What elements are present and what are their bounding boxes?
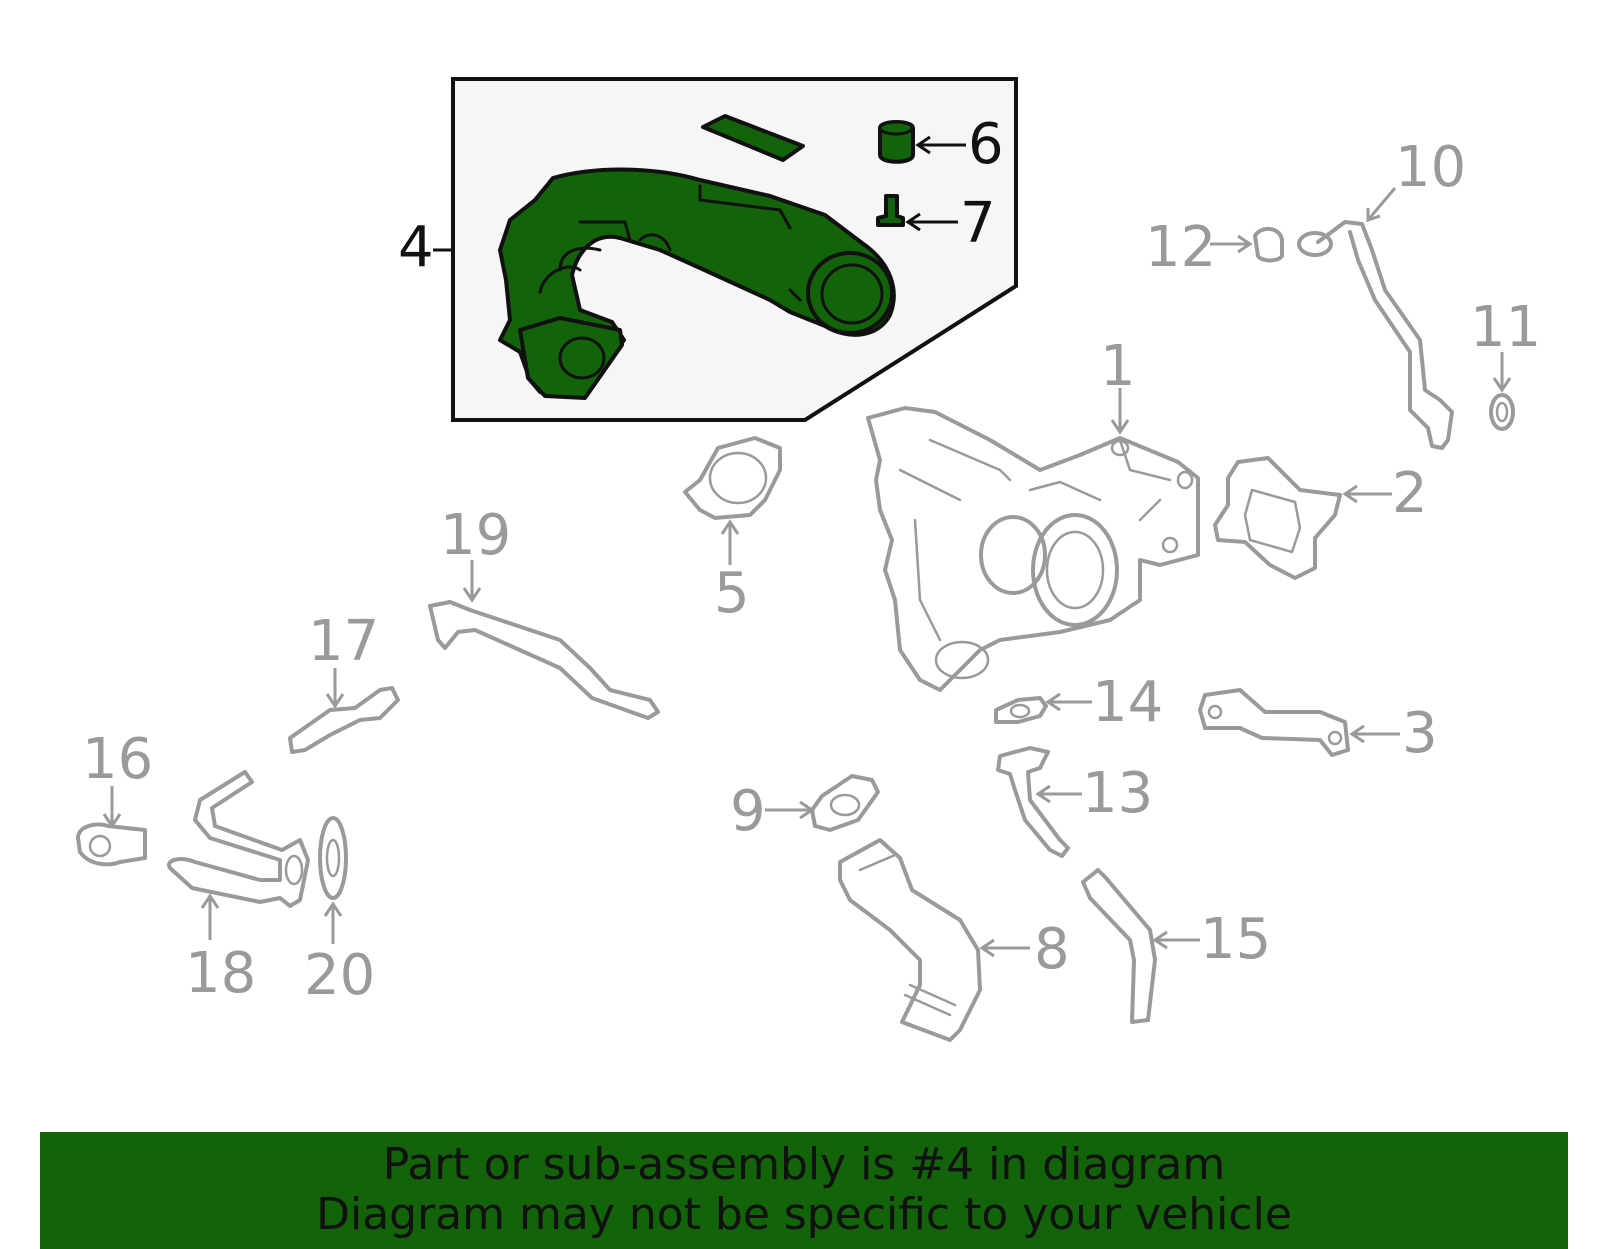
callout-16[interactable]: 16	[82, 727, 153, 792]
callout-1[interactable]: 1	[1100, 334, 1136, 399]
leader-17-arrow	[325, 668, 345, 709]
part-3-bracket-hole-2	[1327, 730, 1343, 746]
part-16-banjo[interactable]	[76, 822, 147, 867]
callout-14[interactable]: 14	[1092, 670, 1163, 735]
callout-4[interactable]: 4	[398, 215, 434, 280]
part-9-flange-hole	[829, 793, 861, 817]
callout-19[interactable]: 19	[440, 503, 511, 568]
callout-9[interactable]: 9	[730, 779, 766, 844]
callout-10[interactable]: 10	[1395, 135, 1466, 200]
part-7-plug[interactable]	[876, 194, 905, 227]
part-14-gasket-hole	[1009, 703, 1031, 719]
callout-2[interactable]: 2	[1392, 461, 1428, 526]
part-8-hose[interactable]	[838, 838, 982, 1042]
leader-1-arrow	[1110, 388, 1130, 435]
banner-line-2: Diagram may not be specific to your vehi…	[316, 1189, 1292, 1240]
callout-3[interactable]: 3	[1402, 701, 1438, 766]
part-20-gasket-hole	[325, 838, 341, 878]
callout-5[interactable]: 5	[714, 561, 750, 626]
part-1-turbocharger[interactable]	[866, 406, 1200, 692]
callout-8[interactable]: 8	[1034, 917, 1070, 982]
part-11-washer[interactable]	[1489, 393, 1515, 431]
leader-7-arrow	[905, 212, 958, 232]
callout-15[interactable]: 15	[1200, 907, 1271, 972]
leader-14-arrow	[1045, 692, 1092, 712]
leader-6-arrow	[915, 135, 966, 155]
part-18-pipe[interactable]	[167, 770, 310, 908]
part-11-washer-hole	[1495, 401, 1509, 423]
part-8-hose-clamp	[858, 853, 957, 1017]
part-2-gasket[interactable]	[1213, 456, 1342, 580]
callout-11[interactable]: 11	[1470, 295, 1541, 360]
part-19-pipe[interactable]	[428, 600, 660, 720]
part-14-gasket[interactable]	[994, 696, 1048, 724]
part-3-bracket[interactable]	[1198, 688, 1350, 757]
callout-17[interactable]: 17	[308, 609, 379, 674]
part-2-gasket-inner	[1243, 488, 1302, 554]
part-17-pipe[interactable]	[288, 686, 400, 754]
part-10-pipe[interactable]	[1316, 220, 1454, 450]
leader-9-arrow	[765, 800, 815, 820]
callout-18[interactable]: 18	[185, 941, 256, 1006]
leader-18-arrow	[200, 893, 220, 940]
part-4-gasket-strip	[701, 114, 805, 162]
leader-10-arrow	[1366, 187, 1397, 223]
leader-15-arrow	[1152, 930, 1200, 950]
part-16-banjo-bore	[88, 834, 112, 858]
part-3-bracket-hole-1	[1207, 704, 1223, 720]
part-4-pipe-outlet-inner	[820, 263, 884, 325]
callout-6[interactable]: 6	[968, 112, 1004, 177]
notice-banner: Part or sub-assembly is #4 in diagram Di…	[40, 1132, 1568, 1249]
part-18-flange-hole	[284, 854, 304, 886]
part-5-gasket[interactable]	[683, 436, 782, 520]
callout-20[interactable]: 20	[304, 943, 375, 1008]
leader-3-arrow	[1349, 724, 1400, 744]
part-20-gasket[interactable]	[318, 816, 348, 900]
part-4-flange	[518, 316, 624, 400]
part-13-pipe[interactable]	[996, 746, 1070, 858]
leader-20-arrow	[323, 901, 343, 944]
leader-13-arrow	[1035, 784, 1082, 804]
leader-12-arrow	[1210, 234, 1253, 254]
leader-16-arrow	[102, 786, 122, 829]
leader-5-arrow	[720, 519, 740, 565]
leader-11-arrow	[1492, 352, 1512, 393]
callout-7[interactable]: 7	[960, 191, 996, 256]
part-9-flange[interactable]	[810, 774, 880, 832]
part-5-gasket-hole	[708, 451, 768, 505]
part-4-detail-lines	[538, 184, 802, 302]
part-15-hose[interactable]	[1081, 868, 1157, 1024]
callout-12[interactable]: 12	[1145, 215, 1216, 280]
gray-parts	[76, 187, 1515, 1042]
part-4-flange-hole	[558, 336, 606, 380]
part-6-sleeve-top	[878, 120, 914, 136]
banner-line-1: Part or sub-assembly is #4 in diagram	[382, 1139, 1226, 1190]
leader-2-arrow	[1342, 484, 1392, 504]
leader-8-arrow	[979, 938, 1030, 958]
callout-13[interactable]: 13	[1082, 761, 1153, 826]
callout-labels: 1 2 3 4 5 6 7 8 9 10 11 12 13 14 15 16 1…	[82, 112, 1541, 1008]
part-12-clip[interactable]	[1253, 227, 1284, 263]
leader-19-arrow	[462, 560, 482, 603]
subassembly-4-group[interactable]	[433, 77, 1018, 422]
part-10-pipe-fitting	[1297, 231, 1333, 257]
